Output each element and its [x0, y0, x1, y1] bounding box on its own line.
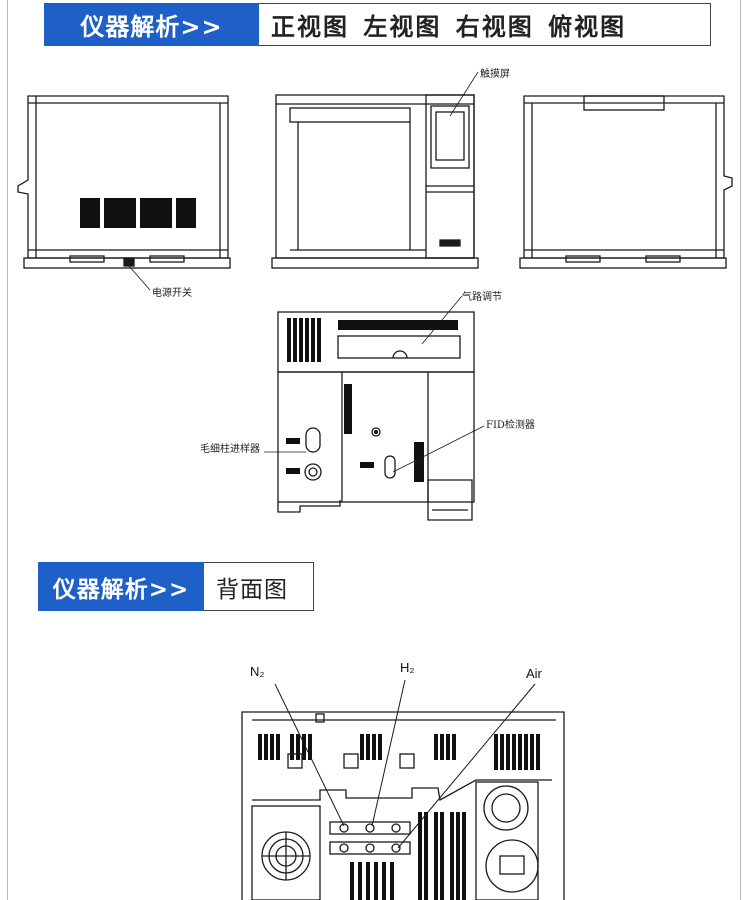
callout-gas-regulation: 气路调节	[462, 290, 502, 303]
section-header-rear: 仪器解析>> 背面图	[38, 562, 314, 611]
callout-touchscreen: 触摸屏	[480, 67, 510, 80]
callout-fid-detector: FID检测器	[486, 418, 535, 431]
page-frame	[7, 0, 741, 900]
top-view-drawing	[264, 295, 485, 521]
rear-port-n2: N₂	[250, 664, 264, 679]
rear-view-drawing	[241, 679, 565, 900]
section-tag: 仪器解析>>	[38, 562, 204, 611]
callout-capillary-injector: 毛细柱进样器	[200, 442, 260, 455]
section-tag: 仪器解析>>	[44, 3, 259, 46]
rear-port-h2: H₂	[400, 660, 414, 675]
section-title: 正视图 左视图 右视图 俯视图	[259, 3, 711, 46]
section-title: 背面图	[204, 562, 314, 611]
section-header-views: 仪器解析>> 正视图 左视图 右视图 俯视图	[44, 3, 711, 46]
rear-port-air: Air	[526, 666, 543, 681]
right-view-drawing	[519, 95, 733, 269]
front-view-drawing	[271, 71, 479, 269]
left-view-drawing	[17, 95, 231, 291]
callout-power-switch: 电源开关	[152, 286, 192, 299]
